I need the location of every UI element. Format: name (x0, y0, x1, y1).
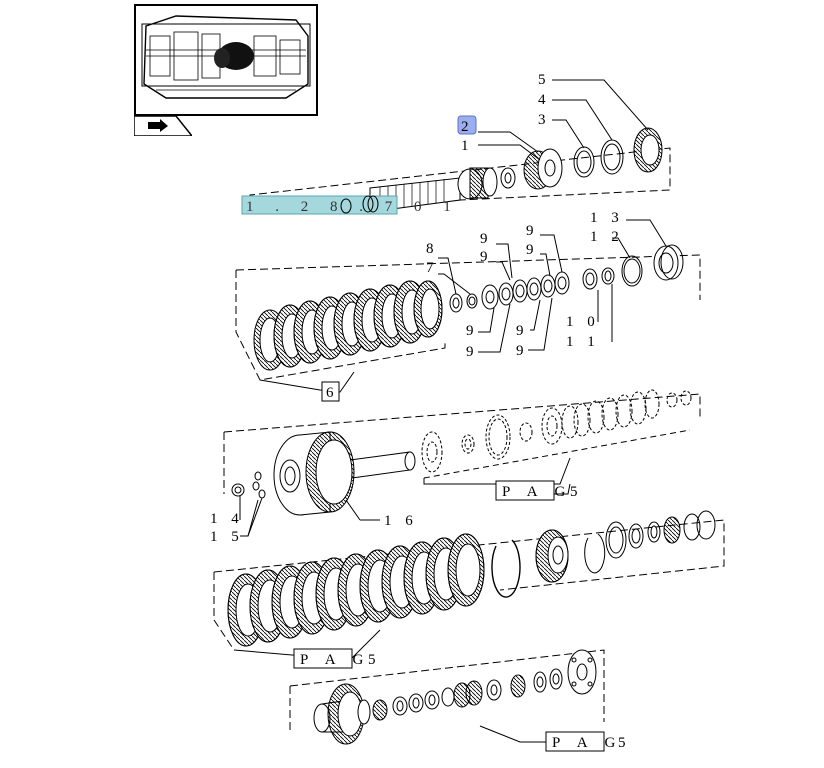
callout-1[interactable]: 1 (461, 138, 474, 154)
callout-9b[interactable]: 9 (480, 249, 493, 265)
callout-3[interactable]: 3 (538, 112, 551, 128)
callout-2[interactable]: 2 (461, 119, 474, 135)
page-ref-1[interactable]: P A G 5 (495, 480, 585, 501)
page-ref-3-number: 5 (618, 735, 633, 751)
callout-5[interactable]: 5 (538, 72, 551, 88)
callout-8[interactable]: 8 (426, 241, 439, 257)
page-ref-2-label: P A G (300, 652, 370, 668)
page-ref-2[interactable]: P A G 5 (293, 648, 383, 669)
callout-12[interactable]: 1 2 (590, 229, 624, 245)
group-output-shaft (289, 649, 605, 745)
reference-number: 1 . 2 8 . 7 0 1 (246, 199, 460, 215)
callout-9a[interactable]: 9 (480, 231, 493, 247)
callout-9f[interactable]: 9 (466, 344, 479, 360)
overview-drawing (141, 15, 311, 99)
callout-16[interactable]: 1 6 (384, 513, 418, 529)
page-ref-3[interactable]: P A G 5 (545, 731, 633, 752)
callout-9e[interactable]: 9 (466, 323, 479, 339)
group-second-clutch-pack (213, 510, 725, 661)
callout-14[interactable]: 1 4 (210, 511, 244, 527)
callout-11[interactable]: 1 1 (566, 334, 600, 350)
callout-4[interactable]: 4 (538, 92, 551, 108)
page-ref-1-label: P A G (502, 484, 572, 500)
callout-9h[interactable]: 9 (516, 343, 529, 359)
reference-highlight[interactable]: 1 . 2 8 . 7 0 1 (241, 195, 460, 215)
callout-10[interactable]: 1 0 (566, 314, 600, 330)
callout-9g[interactable]: 9 (516, 323, 529, 339)
callout-15[interactable]: 1 5 (210, 529, 244, 545)
page-ref-3-label: P A G (552, 735, 622, 751)
group-clutch-pack (235, 219, 701, 393)
selected-badge (457, 115, 477, 135)
callout-9c[interactable]: 9 (526, 223, 539, 239)
page-ref-2-number: 5 (368, 652, 383, 668)
callout-6[interactable]: 6 (326, 385, 339, 401)
group-input-shaft (249, 79, 671, 213)
page-ref-1-number: 5 (570, 484, 585, 500)
callout-13[interactable]: 1 3 (590, 210, 624, 226)
callout-9d[interactable]: 9 (526, 242, 539, 258)
callout-7[interactable]: 7 (426, 260, 439, 276)
transmission-overview-thumbnail[interactable] (134, 4, 318, 116)
group-clutch-drum (223, 389, 701, 537)
